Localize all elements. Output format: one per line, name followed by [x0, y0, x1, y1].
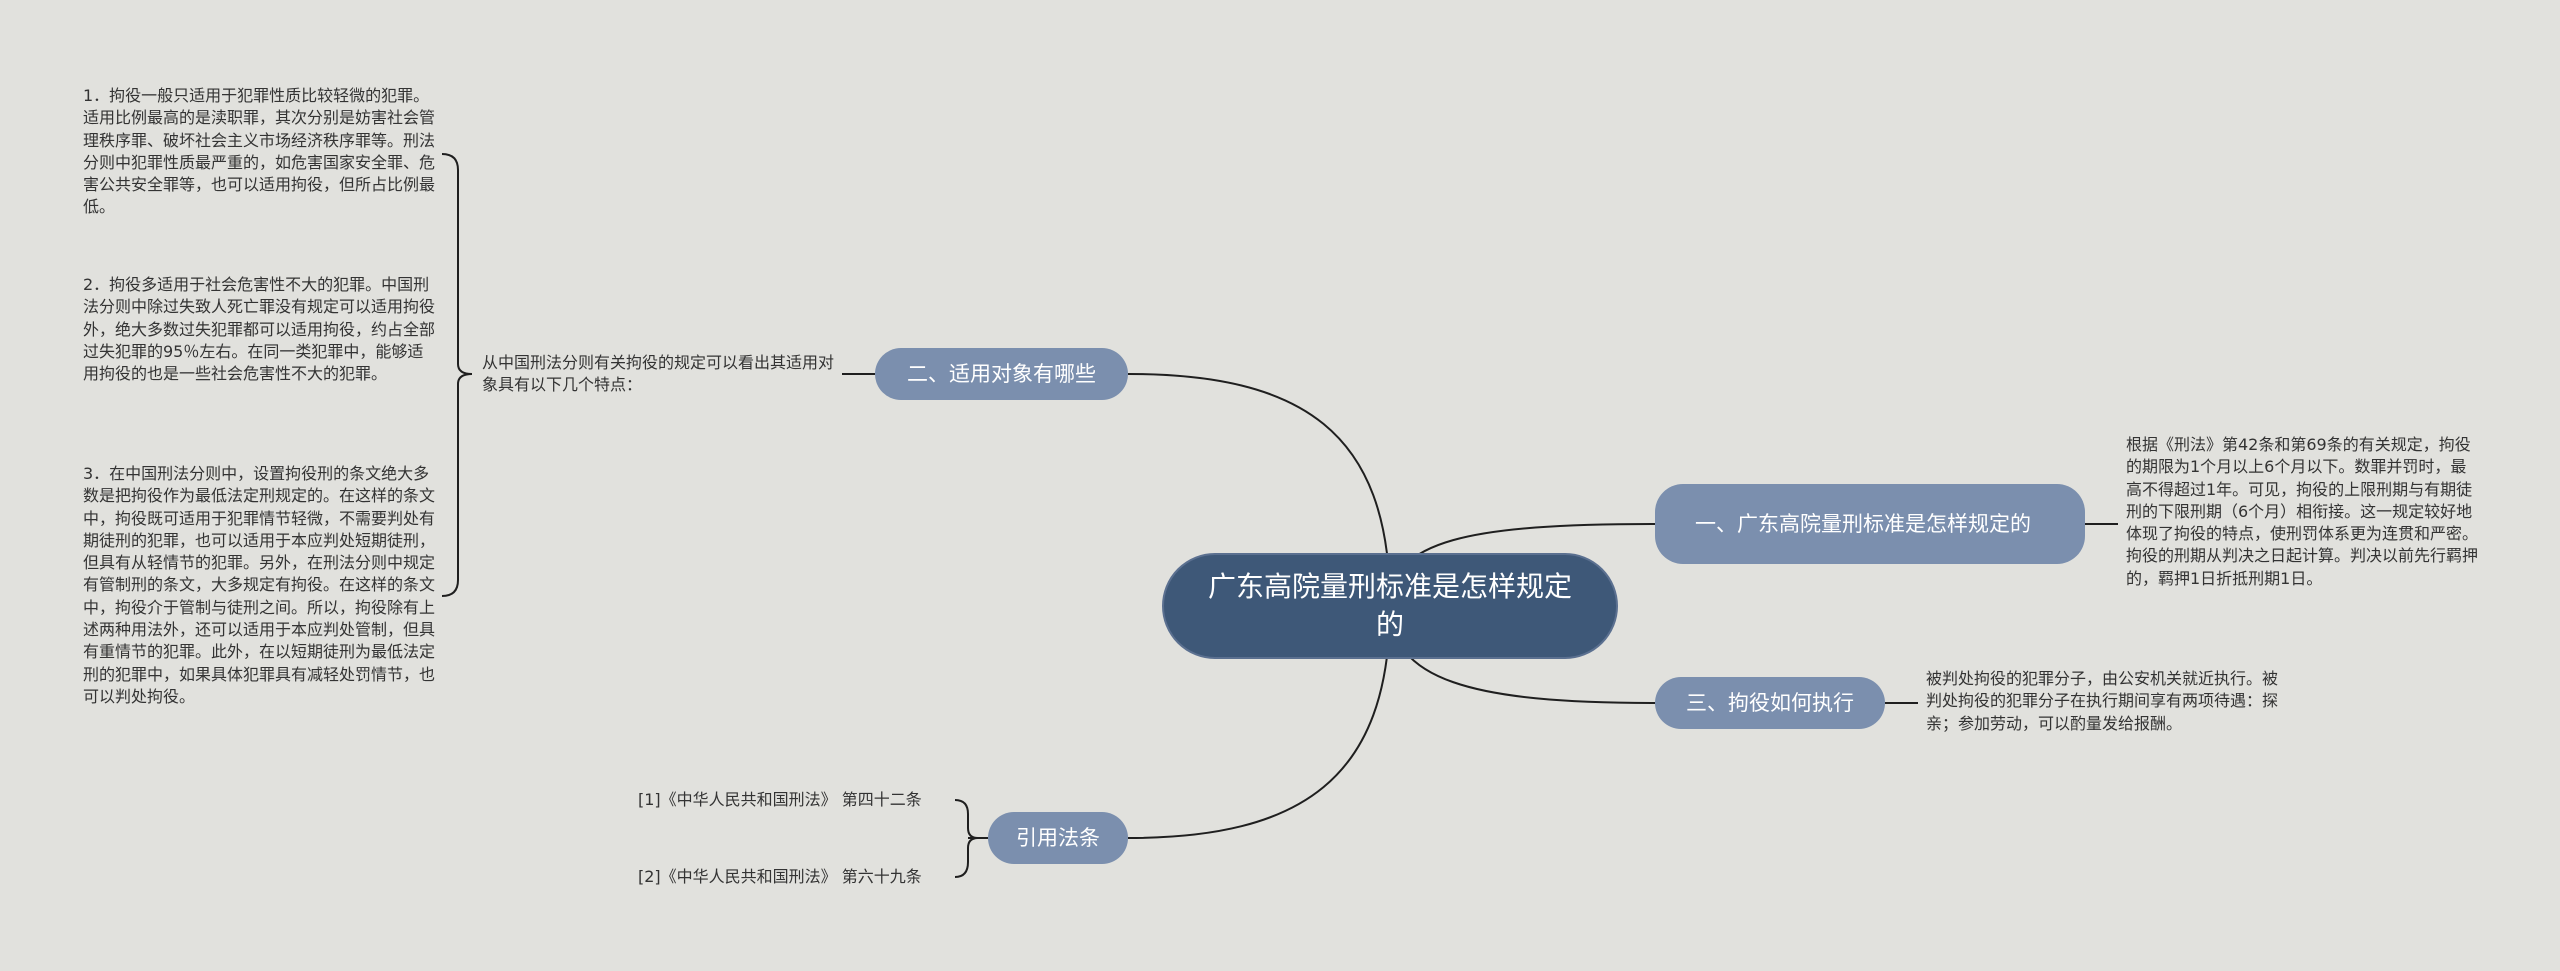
- section1-detail: 根据《刑法》第42条和第69条的有关规定，拘役的期限为1个月以上6个月以下。数罪…: [2126, 435, 2479, 588]
- branch-section2[interactable]: 二、适用对象有哪些: [875, 348, 1128, 400]
- branch-citations[interactable]: 引用法条: [988, 812, 1128, 864]
- link-root-section2: [1127, 373, 1391, 606]
- bracket-citations: [954, 799, 979, 878]
- branch-citations-label: 引用法条: [1016, 825, 1100, 850]
- citation-item-1[interactable]: [1]《中华人民共和国刑法》 第四十二条: [638, 790, 922, 809]
- branch-section3-label: 三、拘役如何执行: [1686, 690, 1854, 715]
- section2-point-3: 3．在中国刑法分则中，设置拘役刑的条文绝大多数是把拘役作为最低法定刑规定的。在这…: [83, 464, 436, 706]
- root-title: 广东高院量刑标准是怎样规定的: [1207, 570, 1572, 641]
- section2-point-1: 1．拘役一般只适用于犯罪性质比较轻微的犯罪。适用比例最高的是渎职罪，其次分别是妨…: [83, 86, 436, 217]
- branch-section1[interactable]: 一、广东高院量刑标准是怎样规定的: [1655, 484, 2085, 564]
- branch-section3[interactable]: 三、拘役如何执行: [1655, 677, 1885, 729]
- section2-point-2: 2．拘役多适用于社会危害性不大的犯罪。中国刑法分则中除过失致人死亡罪没有规定可以…: [83, 275, 436, 384]
- section3-detail: 被判处拘役的犯罪分子，由公安机关就近执行。被判处拘役的犯罪分子在执行期间享有两项…: [1926, 669, 2279, 733]
- section2-intro: 从中国刑法分则有关拘役的规定可以看出其适用对象具有以下几个特点：: [482, 353, 835, 395]
- branch-section2-label: 二、适用对象有哪些: [907, 361, 1096, 386]
- root-node[interactable]: 广东高院量刑标准是怎样规定的: [1162, 553, 1618, 659]
- bracket-section2-points: [441, 153, 473, 597]
- citation-item-2[interactable]: [2]《中华人民共和国刑法》 第六十九条: [638, 867, 922, 886]
- branch-section1-label: 一、广东高院量刑标准是怎样规定的: [1695, 511, 2031, 536]
- link-root-citations: [1127, 604, 1391, 839]
